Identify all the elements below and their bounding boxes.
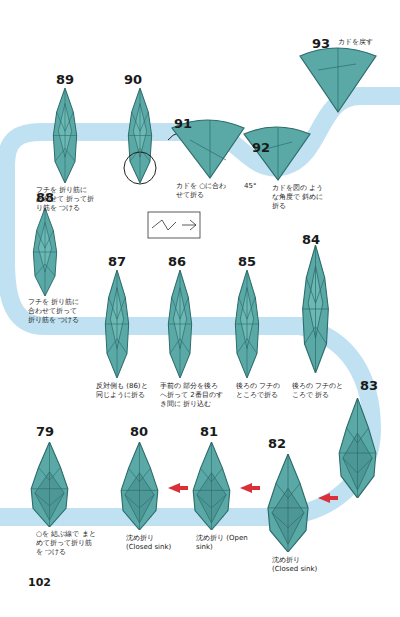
step-figure bbox=[128, 88, 151, 183]
push-arrow bbox=[318, 493, 330, 503]
push-arrow bbox=[240, 483, 252, 493]
step-figure bbox=[168, 270, 191, 378]
step-number: 87 bbox=[108, 254, 126, 270]
step-number: 93 bbox=[312, 36, 330, 52]
push-arrow bbox=[252, 486, 260, 490]
push-arrow bbox=[180, 486, 188, 490]
step-figure bbox=[235, 270, 258, 378]
instruction-note: カドを図の ような角度で 斜めに折る bbox=[272, 184, 328, 210]
instruction-note: 後ろの フチのところで折る bbox=[236, 382, 286, 400]
page-number: 102 bbox=[28, 576, 51, 590]
instruction-note: 反対側も (86)と 同じように折る bbox=[96, 382, 154, 400]
instruction-note: カドを ○に合わせて折る bbox=[176, 182, 230, 200]
step-number: 84 bbox=[302, 232, 320, 248]
instruction-note: 沈め折り (Closed sink) bbox=[272, 556, 328, 574]
inset-sketch bbox=[152, 220, 196, 230]
push-arrow bbox=[330, 496, 338, 500]
instruction-note: ○を 結ぶ線で まとめて折って折り筋を つける bbox=[36, 530, 98, 556]
step-number: 86 bbox=[168, 254, 186, 270]
step-figure bbox=[268, 454, 308, 552]
step-number: 81 bbox=[200, 424, 218, 440]
step-number: 91 bbox=[174, 116, 192, 132]
step-number: 79 bbox=[36, 424, 54, 440]
angle-label: 45° bbox=[244, 182, 256, 191]
step-number: 82 bbox=[268, 436, 286, 452]
step-figure bbox=[53, 88, 76, 183]
step-number: 92 bbox=[252, 140, 270, 156]
step-number: 90 bbox=[124, 72, 142, 88]
instruction-note: 手前の 部分を後ろへ折って 2番目のすき間に 折り込む bbox=[160, 382, 224, 408]
fold-line bbox=[190, 120, 226, 178]
instruction-note: 後ろの フチのところで 折る bbox=[292, 382, 348, 400]
zoom-view bbox=[300, 48, 376, 112]
highlight-circle bbox=[124, 152, 156, 184]
step-figure bbox=[121, 442, 158, 530]
zoom-view bbox=[244, 127, 310, 180]
step-number: 80 bbox=[130, 424, 148, 440]
step-number: 83 bbox=[360, 378, 378, 394]
instruction-note: カドを戻す bbox=[338, 38, 373, 47]
step-number: 88 bbox=[36, 190, 54, 206]
step-figure bbox=[339, 398, 376, 498]
step-figure bbox=[31, 442, 68, 527]
push-arrow bbox=[168, 483, 180, 493]
fold-line bbox=[318, 48, 356, 112]
step-figure bbox=[105, 270, 128, 378]
step-figure bbox=[193, 442, 230, 530]
instruction-note: 沈め折り (Closed sink) bbox=[126, 534, 178, 552]
step-figure bbox=[303, 245, 329, 373]
instruction-note: フチを 折り筋に 合わせて折って 折り筋を つける bbox=[28, 298, 86, 324]
step-number: 85 bbox=[238, 254, 256, 270]
step-figure bbox=[33, 208, 56, 296]
instruction-note: 沈め折り (Open sink) bbox=[196, 534, 248, 552]
inset-box bbox=[148, 212, 200, 238]
step-number: 89 bbox=[56, 72, 74, 88]
